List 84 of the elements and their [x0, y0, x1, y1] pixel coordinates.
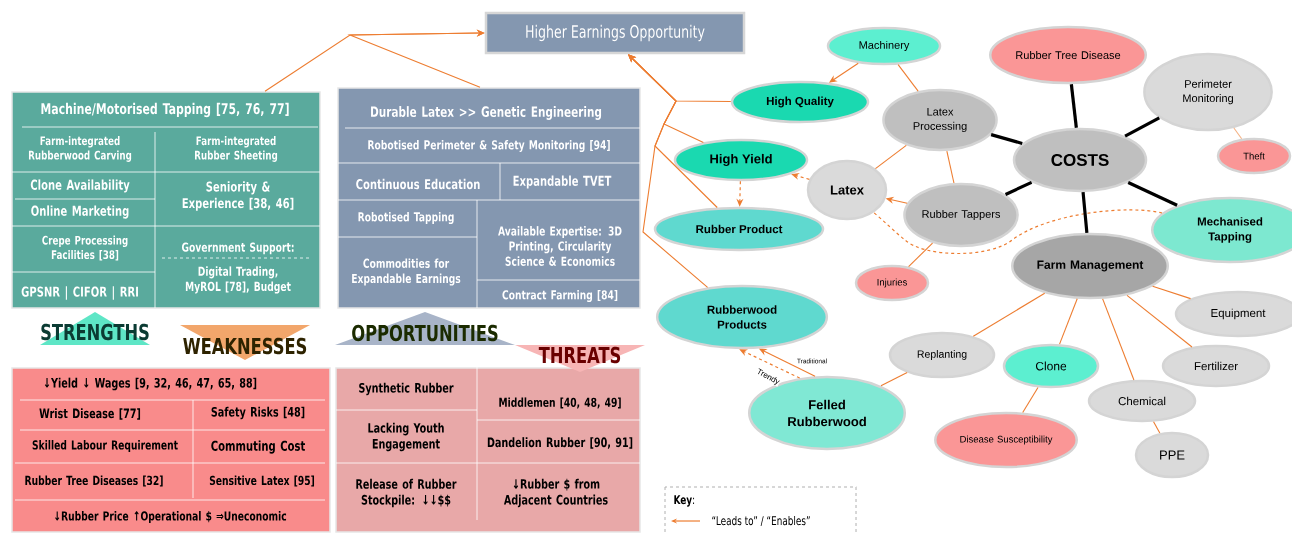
panel-item: Commodities for Expandable Earnings	[352, 258, 461, 286]
panel-item: Farm-integrated Rubber Sheeting	[195, 136, 278, 162]
strengths-panel	[11, 91, 321, 309]
panel-item: Safety Risks [48]	[211, 406, 305, 420]
ellipse-node: Disease Susceptibility	[934, 411, 1078, 469]
panel-item: Lacking Youth Engagement	[368, 422, 444, 452]
connector	[990, 133, 1023, 146]
panel-item: Middlemen [40, 48, 49]	[499, 397, 621, 409]
ellipse-node: Theft	[1216, 137, 1292, 175]
ellipse-node: Farm Management	[1011, 232, 1170, 300]
connector	[1081, 192, 1089, 233]
panel-item: Crepe Processing Facilities [38]	[42, 235, 128, 261]
ellipse-node: Machinery	[826, 26, 942, 66]
connector	[1059, 298, 1078, 345]
connector	[880, 372, 908, 387]
weaknesses-panel	[11, 367, 331, 533]
ellipse-node: Latex Processing	[882, 88, 998, 152]
ellipse-node: Mechanised Tapping	[1151, 196, 1292, 264]
ellipse-node: Equipment	[1174, 290, 1292, 338]
panel-item: Expandable TVET	[513, 175, 612, 189]
ellipse-node: Fertilizer	[1161, 344, 1271, 388]
panel-item: Government Support: Digital Trading, MyROL [78], Budget	[181, 242, 294, 294]
connector	[1126, 294, 1193, 348]
ellipse-node: Rubber Tappers	[903, 182, 1019, 248]
ellipse-node: COSTS	[1012, 127, 1148, 193]
ellipse-node: Chemical	[1087, 379, 1197, 423]
ellipse-node: High Quality	[730, 80, 870, 124]
threats-panel	[335, 367, 641, 533]
panel-item: Continuous Education	[356, 178, 480, 190]
ellipse-node: High Yield	[673, 138, 809, 182]
banner: OPPORTUNITIES	[335, 312, 515, 345]
panel-item: ↓Rubber Price ↑Operational $ ⇒Uneconomic	[55, 511, 287, 523]
connector	[1102, 298, 1135, 381]
panel-item: Seniority & Experience [38, 46]	[182, 181, 294, 211]
panel-item: Release of Rubber Stockpile: ↓↓$$	[356, 478, 457, 508]
panel-item: Robotised Tapping	[358, 211, 454, 225]
connector	[972, 292, 1046, 337]
panel-item: Skilled Labour Requirement	[32, 440, 178, 452]
ellipse-node: Rubber Product	[653, 206, 825, 252]
connector	[1022, 386, 1039, 414]
panel-item: Farm-integrated Rubberwood Carving	[28, 136, 132, 162]
connector	[908, 242, 934, 268]
connector	[1127, 181, 1178, 207]
title-box: Higher Earnings Opportunity	[484, 11, 746, 55]
connector	[1152, 285, 1192, 300]
panel-item: Online Marketing	[31, 205, 129, 219]
connector	[1153, 421, 1161, 434]
panel-item: Commuting Cost	[211, 440, 305, 454]
panel-item: Dandelion Rubber [90, 91]	[487, 437, 633, 449]
panel-item: Available Expertise: 3D Printing, Circularity Science & Economics	[498, 226, 622, 266]
banner: THREATS	[515, 345, 645, 372]
connector	[873, 209, 1163, 255]
legend-text: “Leads to” / “Enables”	[712, 515, 810, 527]
connector	[1233, 127, 1243, 140]
connector	[897, 64, 919, 92]
connector	[946, 150, 955, 184]
panel-item: ↓Rubber $ from Adjacent Countries	[503, 478, 608, 508]
connector	[628, 54, 709, 288]
ellipse-node: Rubber Tree Disease	[989, 25, 1148, 85]
panel-item: Clone Availability	[30, 179, 130, 193]
panel-item: Machine/Motorised Tapping [75, 76, 77]	[41, 102, 289, 118]
opportunities-panel	[337, 87, 641, 309]
panel-item: GPSNR | CIFOR | RRI	[21, 286, 138, 300]
ellipse-node: Injuries	[854, 264, 930, 302]
panel-item: Sensitive Latex [95]	[209, 475, 314, 487]
panel-item: Wrist Disease [77]	[39, 408, 141, 420]
connector	[874, 144, 907, 170]
ellipse-node: Latex	[806, 159, 888, 221]
connector	[1069, 84, 1078, 128]
connector	[739, 349, 801, 379]
ellipse-node: Clone	[1002, 343, 1100, 389]
connector	[1124, 116, 1160, 138]
panel-item: Robotised Perimeter & Safety Monitoring [94]	[368, 139, 610, 153]
panel-item: Contract Farming [84]	[502, 289, 618, 303]
ellipse-node: Replanting	[888, 331, 996, 379]
ellipse-node: Perimeter Monitoring	[1143, 52, 1273, 132]
key-title: Key:	[674, 495, 695, 507]
ellipse-node: PPE	[1134, 431, 1210, 479]
panel-item: Synthetic Rubber	[359, 382, 454, 396]
panel-item: ↓Yield ↓ Wages [9, 32, 46, 47, 65, 88]	[44, 377, 257, 391]
ellipse-node: Rubberwood Products	[655, 284, 829, 350]
connector	[1004, 180, 1033, 196]
panel-item: Durable Latex >> Genetic Engineering	[371, 106, 602, 120]
panel-item: Rubber Tree Diseases [32]	[25, 475, 163, 487]
